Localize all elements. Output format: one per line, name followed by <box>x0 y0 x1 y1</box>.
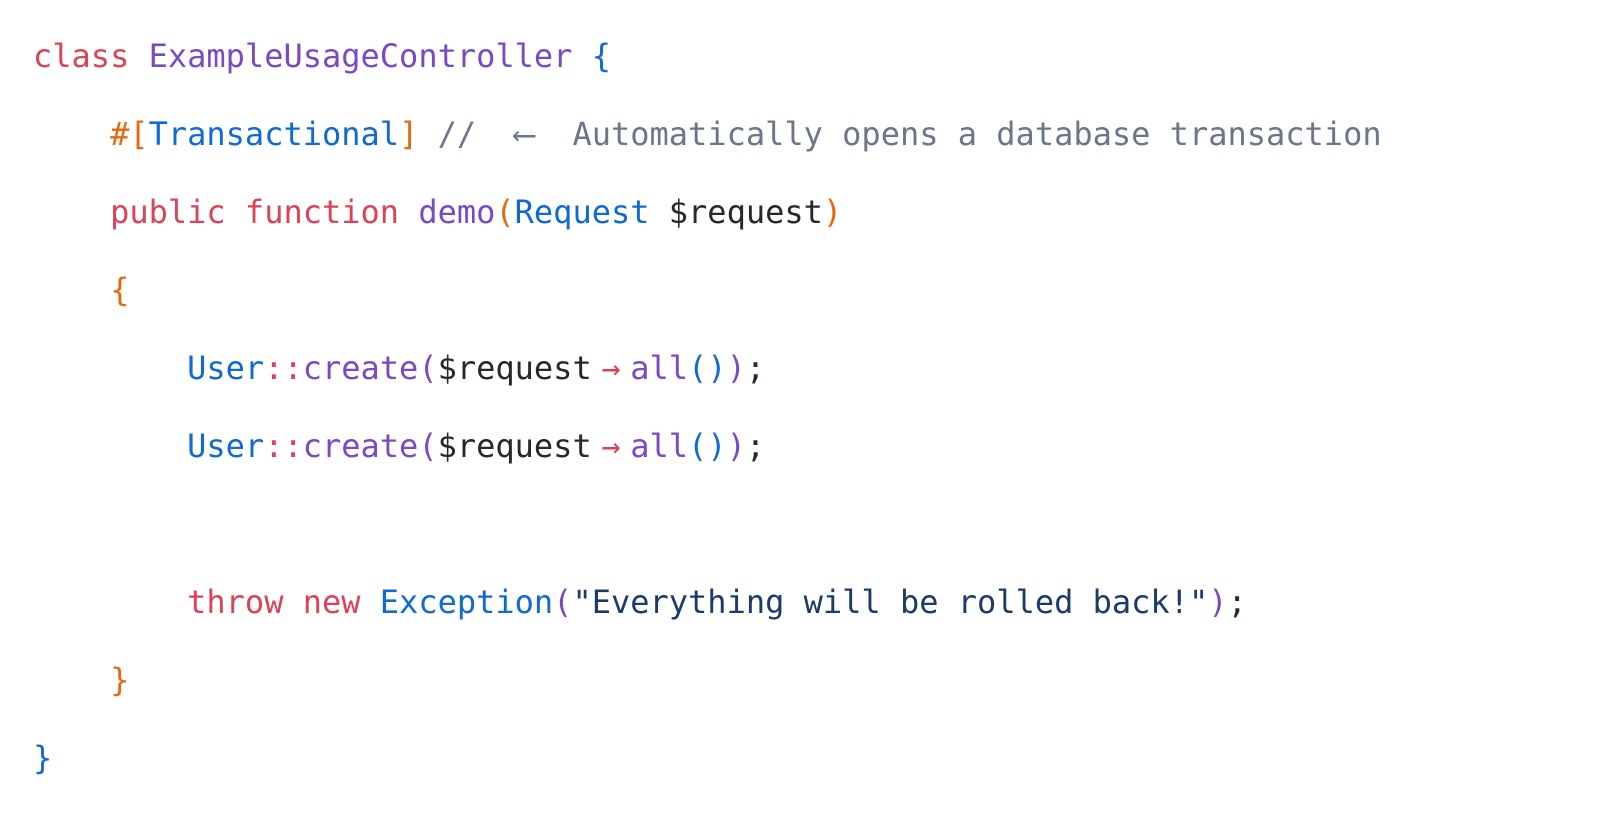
code-token: ExampleUsageController <box>148 37 573 75</box>
code-token <box>399 193 418 231</box>
code-token: $request <box>437 349 592 387</box>
code-token: function <box>244 193 400 231</box>
code-token: ( <box>418 427 438 465</box>
code-token: $request <box>668 193 823 231</box>
code-token: all <box>630 427 689 465</box>
code-token: $request <box>437 427 592 465</box>
code-token: ; <box>745 427 766 465</box>
code-token: ] <box>399 115 419 153</box>
code-token: class <box>33 37 130 75</box>
code-token: ) <box>707 427 727 465</box>
code-line: #[Transactional] // ⟵ Automatically open… <box>33 95 1600 173</box>
code-token: all <box>630 349 689 387</box>
code-line: { <box>33 251 1600 329</box>
code-token: ) <box>1208 583 1228 621</box>
code-token: ( <box>553 583 573 621</box>
code-token: Transactional <box>148 115 400 153</box>
code-token: User <box>187 349 265 387</box>
code-token: ( <box>418 349 438 387</box>
code-token: { <box>591 37 611 75</box>
code-token: create <box>302 427 419 465</box>
code-token: } <box>110 661 130 699</box>
code-line: class ExampleUsageController { <box>33 17 1600 95</box>
code-token: ( <box>688 349 708 387</box>
code-token: ) <box>707 349 727 387</box>
code-token: ( <box>688 427 708 465</box>
code-token: demo <box>418 193 496 231</box>
code-token <box>361 583 380 621</box>
code-token: ; <box>745 349 766 387</box>
code-token <box>572 37 591 75</box>
code-line <box>33 485 1600 563</box>
code-token: → <box>601 427 621 465</box>
code-line: } <box>33 719 1600 797</box>
code-line: public function demo(Request $request) <box>33 173 1600 251</box>
code-token: ) <box>726 349 746 387</box>
code-token: User <box>187 427 265 465</box>
code-token: throw <box>187 583 284 621</box>
code-token: Automatically opens a database transacti… <box>553 115 1382 153</box>
code-line: } <box>33 641 1600 719</box>
code-line: User::create($request→all()); <box>33 329 1600 407</box>
code-token: ⟵ <box>514 115 534 153</box>
code-token <box>283 583 302 621</box>
code-token: Exception <box>379 583 554 621</box>
code-token: ; <box>1227 583 1247 621</box>
code-line: throw new Exception("Everything will be … <box>33 563 1600 641</box>
code-token: :: <box>264 427 303 465</box>
code-token: } <box>33 739 53 777</box>
code-token <box>129 37 148 75</box>
code-token: create <box>302 349 419 387</box>
code-token <box>418 115 437 153</box>
code-token <box>226 193 245 231</box>
code-token <box>650 193 669 231</box>
code-token: ( <box>495 193 515 231</box>
code-token: { <box>110 271 130 309</box>
code-token: :: <box>264 349 303 387</box>
code-token: public <box>110 193 226 231</box>
code-token: ) <box>822 193 843 231</box>
code-token: Request <box>514 193 650 231</box>
code-token: #[ <box>110 115 149 153</box>
code-token: new <box>302 583 361 621</box>
code-token: → <box>601 349 621 387</box>
code-token: // <box>437 115 496 153</box>
code-token: ) <box>726 427 746 465</box>
code-token: "Everything will be rolled back!" <box>572 583 1209 621</box>
code-line: User::create($request→all()); <box>33 407 1600 485</box>
